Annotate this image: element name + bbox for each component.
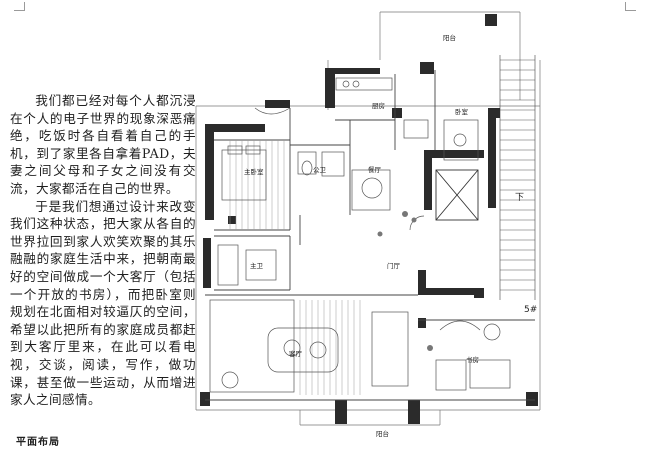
interior-partitions — [205, 70, 535, 401]
label-bathroom-shared: 公卫 — [313, 166, 327, 174]
label-foyer: 门厅 — [387, 261, 401, 270]
label-stair: 下 — [515, 193, 524, 203]
label-living: 客厅 — [289, 349, 303, 358]
crop-mark-top-right — [625, 2, 636, 11]
elevator-shaft — [435, 169, 479, 221]
label-kitchen: 厨房 — [372, 101, 385, 110]
furniture — [209, 77, 511, 393]
label-bedroom-east: 卧室 — [455, 107, 469, 116]
stair-hatching — [499, 55, 536, 300]
paragraph-2: 于是我们想通过设计来改变我们这种状态，把大家从各自的世界拉回到家人欢笑欢聚的其乐… — [10, 198, 196, 408]
label-balcony-north: 阳台 — [443, 33, 456, 42]
paragraph-1: 我们都已经对每个人都沉浸在个人的电子世界的现象深恶痛绝，吃饭时各自看着自己的手机… — [10, 93, 196, 196]
label-dining: 餐厅 — [368, 165, 382, 174]
plants — [377, 211, 433, 351]
label-master-bedroom: 主卧室 — [244, 167, 264, 176]
label-unit-mark: 5# — [524, 305, 537, 315]
label-study: 书房 — [466, 355, 479, 364]
description-text: 我们都已经对每个人都沉浸在个人的电子世界的现象深恶痛绝，吃饭时各自看着自己的手机… — [10, 92, 196, 409]
label-master-bath: 主卫 — [250, 261, 264, 270]
exterior-lines — [195, 11, 541, 426]
label-balcony-south: 阳台 — [376, 429, 389, 438]
plan-caption: 平面布局 — [16, 437, 60, 448]
crop-mark-top-left — [14, 2, 25, 11]
structural-walls — [200, 14, 538, 424]
